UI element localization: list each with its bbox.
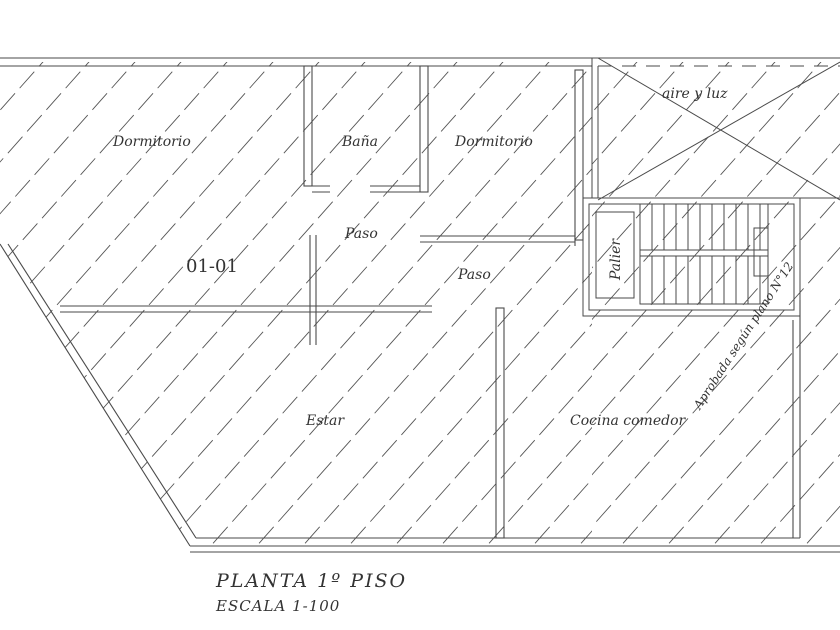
hatch-line: [592, 62, 840, 546]
hatch-line: [592, 62, 739, 546]
label-aire-luz: aire y luz: [662, 86, 728, 102]
hatch-line: [592, 62, 840, 546]
hatch-line: [227, 62, 592, 546]
hatch-line: [411, 62, 592, 546]
label-bano: Baña: [341, 134, 378, 150]
label-cocina-comedor: Cocina comedor: [570, 413, 686, 429]
hatch-line: [43, 62, 592, 546]
label-dormitorio-left: Dormitorio: [112, 134, 191, 150]
hatch-line: [592, 62, 840, 546]
label-paso-lower: Paso: [457, 267, 491, 283]
hatch-line: [0, 62, 329, 546]
hatch-line: [0, 62, 237, 546]
approval-stamp: Aprobada según plano N°12: [690, 260, 796, 413]
hatch-line: [592, 62, 601, 546]
hatch-line: [821, 62, 840, 546]
hatch-line: [592, 62, 647, 546]
hatch-line: [592, 62, 840, 546]
hatch-line: [273, 62, 592, 546]
label-estar: Estar: [305, 413, 345, 429]
plan-scale: ESCALA 1-100: [216, 597, 341, 615]
hatch-line: [181, 62, 592, 546]
plan-title: PLANTA 1º PISO: [216, 570, 408, 592]
hatch-pattern-right: [592, 62, 840, 546]
hatch-line: [592, 62, 693, 546]
hatch-line: [365, 62, 592, 546]
hatch-line: [0, 62, 145, 546]
hatch-line: [89, 62, 592, 546]
hatch-line: [775, 62, 840, 546]
hatch-line: [0, 62, 99, 546]
hatch-line: [592, 62, 840, 546]
hatch-line: [0, 62, 421, 546]
hatch-line: [135, 62, 592, 546]
hatch-line: [0, 62, 191, 546]
hatch-line: [0, 62, 7, 546]
label-unit-code: 01-01: [186, 256, 238, 277]
interior-walls: [60, 65, 584, 539]
label-palier: Palier: [608, 238, 624, 281]
label-paso-upper: Paso: [344, 226, 378, 242]
hatch-line: [0, 62, 375, 546]
hatch-line: [0, 62, 467, 546]
hatch-line: [0, 62, 513, 546]
label-dormitorio-right: Dormitorio: [454, 134, 533, 150]
hatch-line: [592, 62, 840, 546]
hatch-line: [0, 62, 283, 546]
hatch-line: [0, 62, 559, 546]
hatch-line: [592, 62, 785, 546]
hatch-line: [592, 62, 831, 546]
staircase: [582, 197, 801, 317]
light-well-outline: [591, 57, 840, 201]
